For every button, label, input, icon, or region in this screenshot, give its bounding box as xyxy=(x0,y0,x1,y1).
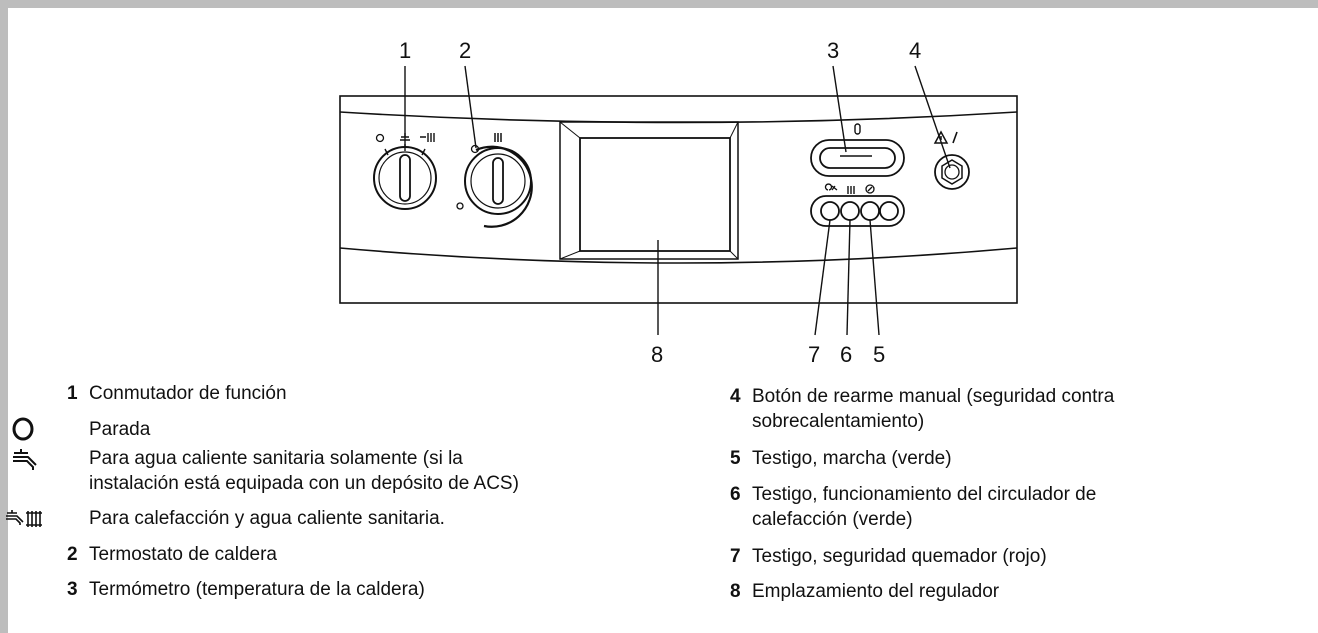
callout-leader-lines xyxy=(404,65,951,336)
legend-num-8: 8 xyxy=(730,581,741,602)
legend-text-function-switch: Conmutador de función xyxy=(89,383,287,404)
manual-reset-button xyxy=(933,130,970,190)
callout-7: 7 xyxy=(808,342,820,367)
callout-2: 2 xyxy=(459,38,471,63)
legend-text-stop: Parada xyxy=(89,419,151,440)
legend-text-dhw-only-2: instalación está equipada con un depósit… xyxy=(89,473,519,494)
callout-8: 8 xyxy=(651,342,663,367)
legend-text-boiler-thermostat: Termostato de caldera xyxy=(89,544,277,565)
tap-icon xyxy=(13,449,37,470)
legend-num-6: 6 xyxy=(730,484,741,505)
callout-3: 3 xyxy=(827,38,839,63)
legend-text-pump-lamp-2: calefacción (verde) xyxy=(752,509,913,530)
boiler-thermostat-knob xyxy=(456,133,533,228)
regulator-window xyxy=(559,121,739,260)
thermometer-display xyxy=(810,123,905,177)
panel-body xyxy=(339,95,1018,304)
indicator-lamps xyxy=(810,183,905,227)
legend-num-7: 7 xyxy=(730,546,741,567)
callout-1: 1 xyxy=(399,38,411,63)
legend-text-reset-button-2: sobrecalentamiento) xyxy=(752,411,925,432)
callout-5: 5 xyxy=(873,342,885,367)
legend-text-pump-lamp: Testigo, funcionamiento del circulador d… xyxy=(752,484,1097,505)
legend-text-heating-dhw: Para calefacción y agua caliente sanitar… xyxy=(89,508,445,529)
callout-4: 4 xyxy=(909,38,921,63)
legend-text-dhw-only: Para agua caliente sanitaria solamente (… xyxy=(89,448,463,469)
legend-num-3: 3 xyxy=(67,579,78,600)
function-switch-knob xyxy=(373,133,437,210)
legend-text-reset-button: Botón de rearme manual (seguridad contra xyxy=(752,386,1115,407)
legend-text-burner-lamp: Testigo, seguridad quemador (rojo) xyxy=(752,546,1047,567)
legend-num-5: 5 xyxy=(730,448,741,469)
legend-num-4: 4 xyxy=(730,386,741,407)
off-circle-icon xyxy=(12,417,34,441)
legend-num-2: 2 xyxy=(67,544,78,565)
callout-6: 6 xyxy=(840,342,852,367)
tap-radiator-icon xyxy=(6,510,42,527)
legend-num-1: 1 xyxy=(67,383,78,404)
frame-left-border xyxy=(0,0,8,633)
legend-text-thermometer: Termómetro (temperatura de la caldera) xyxy=(89,579,425,600)
frame-top-border xyxy=(0,0,1318,8)
legend-text-run-lamp: Testigo, marcha (verde) xyxy=(752,448,952,469)
legend-text-regulator: Emplazamiento del regulador xyxy=(752,581,1000,602)
